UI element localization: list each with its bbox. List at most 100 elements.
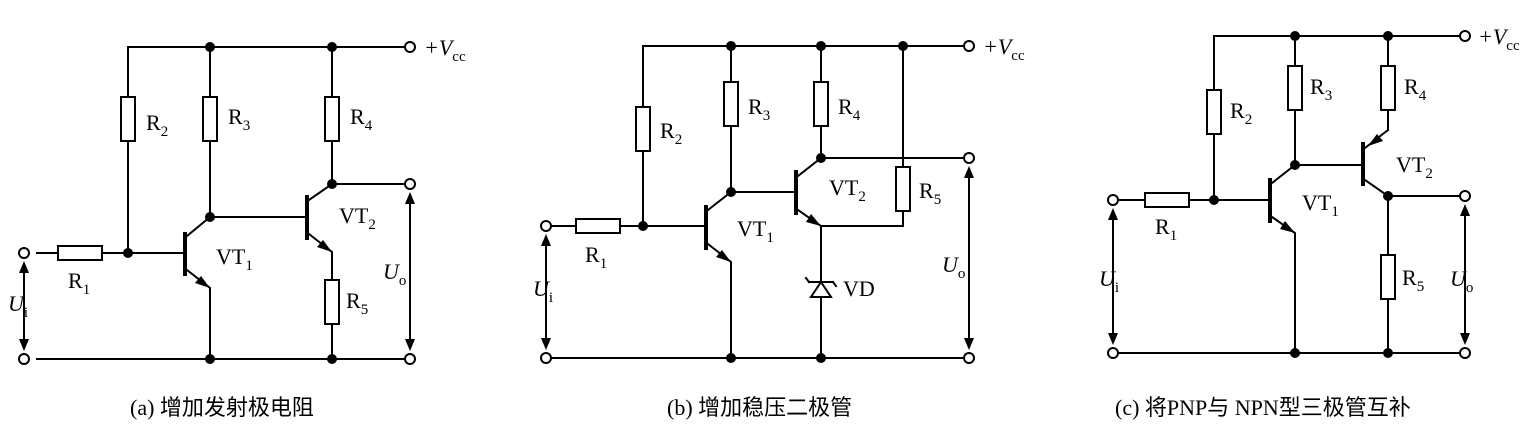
b-junction xyxy=(726,41,736,51)
b-uo-arrow-down xyxy=(964,338,974,350)
c-ground-terminal xyxy=(1107,347,1119,359)
b-r5-label: R5 xyxy=(919,178,941,208)
b-output-ground-terminal xyxy=(963,352,975,364)
a-junction xyxy=(327,42,337,52)
b-r1-resistor xyxy=(575,218,621,234)
b-r4-resistor xyxy=(813,81,829,127)
b-vt2-emitter xyxy=(796,208,822,359)
c-uo-arrow-down xyxy=(1460,333,1470,345)
a-junction xyxy=(327,179,337,189)
a-ui-label: Ui xyxy=(8,291,28,321)
c-r3-resistor xyxy=(1287,65,1303,111)
c-vt1-emitter-arrow-icon xyxy=(1280,221,1295,233)
a-junction xyxy=(205,42,215,52)
a-vt1-label: VT1 xyxy=(216,244,253,274)
b-ground-terminal xyxy=(540,352,552,364)
c-r5-label: R5 xyxy=(1402,265,1424,295)
b-r3-resistor xyxy=(723,81,739,127)
b-uo-arrow-up xyxy=(964,166,974,178)
c-ui-label: Ui xyxy=(1099,266,1119,296)
a-junction xyxy=(205,212,215,222)
c-r3-label: R3 xyxy=(1310,74,1332,104)
b-vt1-emitter xyxy=(706,242,732,359)
vd-zener-diode-icon xyxy=(809,280,833,298)
c-junction xyxy=(1383,348,1393,358)
b-vcc-terminal xyxy=(963,40,975,52)
c-vt1-label: VT1 xyxy=(1302,190,1339,220)
b-vt1-label: VT1 xyxy=(737,216,774,246)
c-output-terminal xyxy=(1459,190,1471,202)
a-r2-label: R2 xyxy=(146,110,168,140)
c-input-terminal xyxy=(1107,194,1119,206)
c-ui-arrow-down xyxy=(1108,333,1118,345)
b-r3-label: R3 xyxy=(748,94,770,124)
circuit-c: +Vcc R1 R2 R3 R4 R5 VT1 VT2 Ui Uo (c) 将P… xyxy=(1099,24,1520,420)
a-r3-resistor xyxy=(202,96,218,142)
b-output-terminal xyxy=(963,152,975,164)
b-r5-wire xyxy=(820,45,904,227)
c-ui-arrow-up xyxy=(1108,208,1118,220)
b-junction xyxy=(726,353,736,363)
a-output-ground-terminal xyxy=(404,353,416,365)
c-vt2-label: VT2 xyxy=(1396,152,1433,182)
c-r1-resistor xyxy=(1144,192,1190,208)
vd-zener-bar xyxy=(804,276,838,288)
b-ui-arrow-up xyxy=(541,234,551,246)
a-vt2-label: VT2 xyxy=(339,203,376,233)
b-junction xyxy=(726,187,736,197)
b-caption: (b) 增加稳压二极管 xyxy=(667,395,852,420)
a-r5-label: R5 xyxy=(346,288,368,318)
a-r4-resistor xyxy=(324,96,340,142)
b-ui-label: Ui xyxy=(533,276,553,306)
b-r5-resistor xyxy=(895,166,911,212)
c-r4-resistor xyxy=(1380,65,1396,111)
a-input-terminal xyxy=(18,247,30,259)
a-vcc-terminal xyxy=(404,41,416,53)
a-r1-label: R1 xyxy=(68,268,90,298)
a-ground-terminal xyxy=(18,353,30,365)
c-vt2-pnp-emitter-arrow-icon xyxy=(1368,134,1383,146)
b-vt2-emitter-arrow-icon xyxy=(806,214,821,226)
a-uo-arrow-up xyxy=(405,192,415,204)
c-caption: (c) 将PNP与 NPN型三极管互补 xyxy=(1115,395,1411,420)
c-vcc-label: +Vcc xyxy=(1478,24,1520,54)
c-junction xyxy=(1290,160,1300,170)
b-r1-label: R1 xyxy=(585,242,607,272)
c-vcc-terminal xyxy=(1459,30,1471,42)
b-junction xyxy=(816,353,826,363)
c-junction xyxy=(1383,191,1393,201)
c-junction xyxy=(1383,31,1393,41)
b-junction xyxy=(638,221,648,231)
b-r2-resistor xyxy=(635,106,651,152)
b-vt2-label: VT2 xyxy=(829,175,866,205)
b-r4-label: R4 xyxy=(838,94,861,124)
c-junction xyxy=(1290,348,1300,358)
c-vt1-emitter xyxy=(1270,215,1296,354)
c-r2-label: R2 xyxy=(1230,98,1252,128)
c-r5-resistor xyxy=(1380,254,1396,300)
c-r4-label: R4 xyxy=(1404,74,1427,104)
a-vt2-emitter-arrow-icon xyxy=(317,240,332,252)
a-junction xyxy=(205,354,215,364)
a-vcc-label: +Vcc xyxy=(424,35,466,65)
b-vcc-label: +Vcc xyxy=(983,34,1025,64)
a-r1-resistor xyxy=(57,245,103,261)
b-r2-label: R2 xyxy=(660,118,682,148)
b-vt1-emitter-arrow-icon xyxy=(716,250,731,262)
a-junction xyxy=(327,354,337,364)
a-r3-label: R3 xyxy=(228,104,250,134)
b-input-terminal xyxy=(540,220,552,232)
a-vt1-emitter-arrow-icon xyxy=(195,276,210,288)
circuit-b: +Vcc R1 R2 R3 R4 R5 VT1 VT2 VD Ui Uo (b)… xyxy=(533,34,1025,420)
a-r5-resistor xyxy=(324,279,340,325)
a-caption: (a) 增加发射极电阻 xyxy=(130,395,314,420)
circuit-a: +Vcc R1 R2 R3 R4 R5 VT1 VT2 Ui Uo (a) 增加… xyxy=(8,35,466,420)
c-junction xyxy=(1290,31,1300,41)
b-vd-label: VD xyxy=(843,276,875,301)
c-r1-label: R1 xyxy=(1155,214,1177,244)
a-uo-label: Uo xyxy=(383,259,406,289)
b-junction xyxy=(816,41,826,51)
a-junction xyxy=(123,248,133,258)
